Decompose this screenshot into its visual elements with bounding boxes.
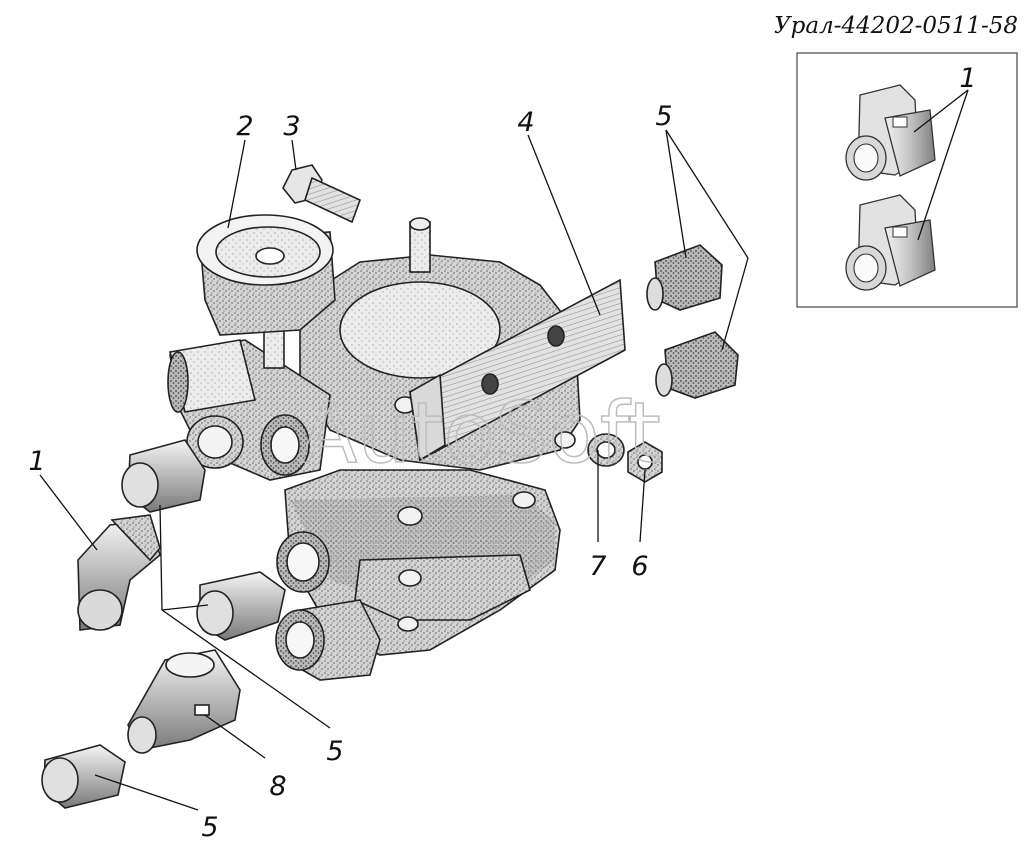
valve-body <box>167 217 581 681</box>
part-2-cover <box>196 214 336 336</box>
callout-6: 6 <box>631 551 648 582</box>
part-5-fitting-upper-right <box>646 244 723 311</box>
callout-5-top: 5 <box>655 101 672 132</box>
leader-3 <box>291 139 297 171</box>
part-1-elbow <box>77 514 161 631</box>
leader-4 <box>527 134 601 316</box>
callout-1-left: 1 <box>28 446 45 477</box>
callout-5-middle: 5 <box>326 736 343 767</box>
part-7-washer <box>587 433 625 467</box>
leader-2 <box>227 139 246 229</box>
inset-fitting-lower <box>845 194 936 291</box>
callout-7: 7 <box>589 551 606 582</box>
part-4-bracket <box>409 278 626 462</box>
part-5-fitting-upper-left <box>121 439 206 513</box>
leader-5f <box>161 609 331 729</box>
leader-8 <box>204 714 266 759</box>
leader-1 <box>39 474 98 551</box>
callout-5-bottom: 5 <box>201 812 218 843</box>
inset-panel: 1 <box>796 52 1018 308</box>
drawing-title: Урал-44202-0511-58 <box>774 13 1018 39</box>
part-8-tee <box>127 649 241 754</box>
callout-4: 4 <box>517 107 534 138</box>
callout-8: 8 <box>269 771 286 802</box>
leader-inset-1b <box>917 89 969 241</box>
callout-3: 3 <box>283 111 300 142</box>
leader-5d <box>159 504 163 611</box>
part-5-fitting-mid-left <box>196 571 286 641</box>
leader-5e <box>161 604 209 611</box>
part-3-bolt <box>282 164 362 224</box>
part-5-fitting-mid-right <box>655 331 739 399</box>
leader-5a <box>665 129 687 259</box>
inset-fitting-upper <box>845 84 936 181</box>
leader-5g <box>94 774 199 811</box>
leader-6 <box>639 469 646 543</box>
callout-2: 2 <box>236 111 253 142</box>
leader-inset-1a <box>913 89 969 133</box>
part-5-fitting-lower-left <box>41 744 126 809</box>
part-6-nut <box>627 441 663 483</box>
leader-5b <box>665 129 749 259</box>
watermark: AutoSoft <box>300 384 661 482</box>
callout-1-inset: 1 <box>959 63 976 94</box>
leader-5c <box>721 257 749 351</box>
